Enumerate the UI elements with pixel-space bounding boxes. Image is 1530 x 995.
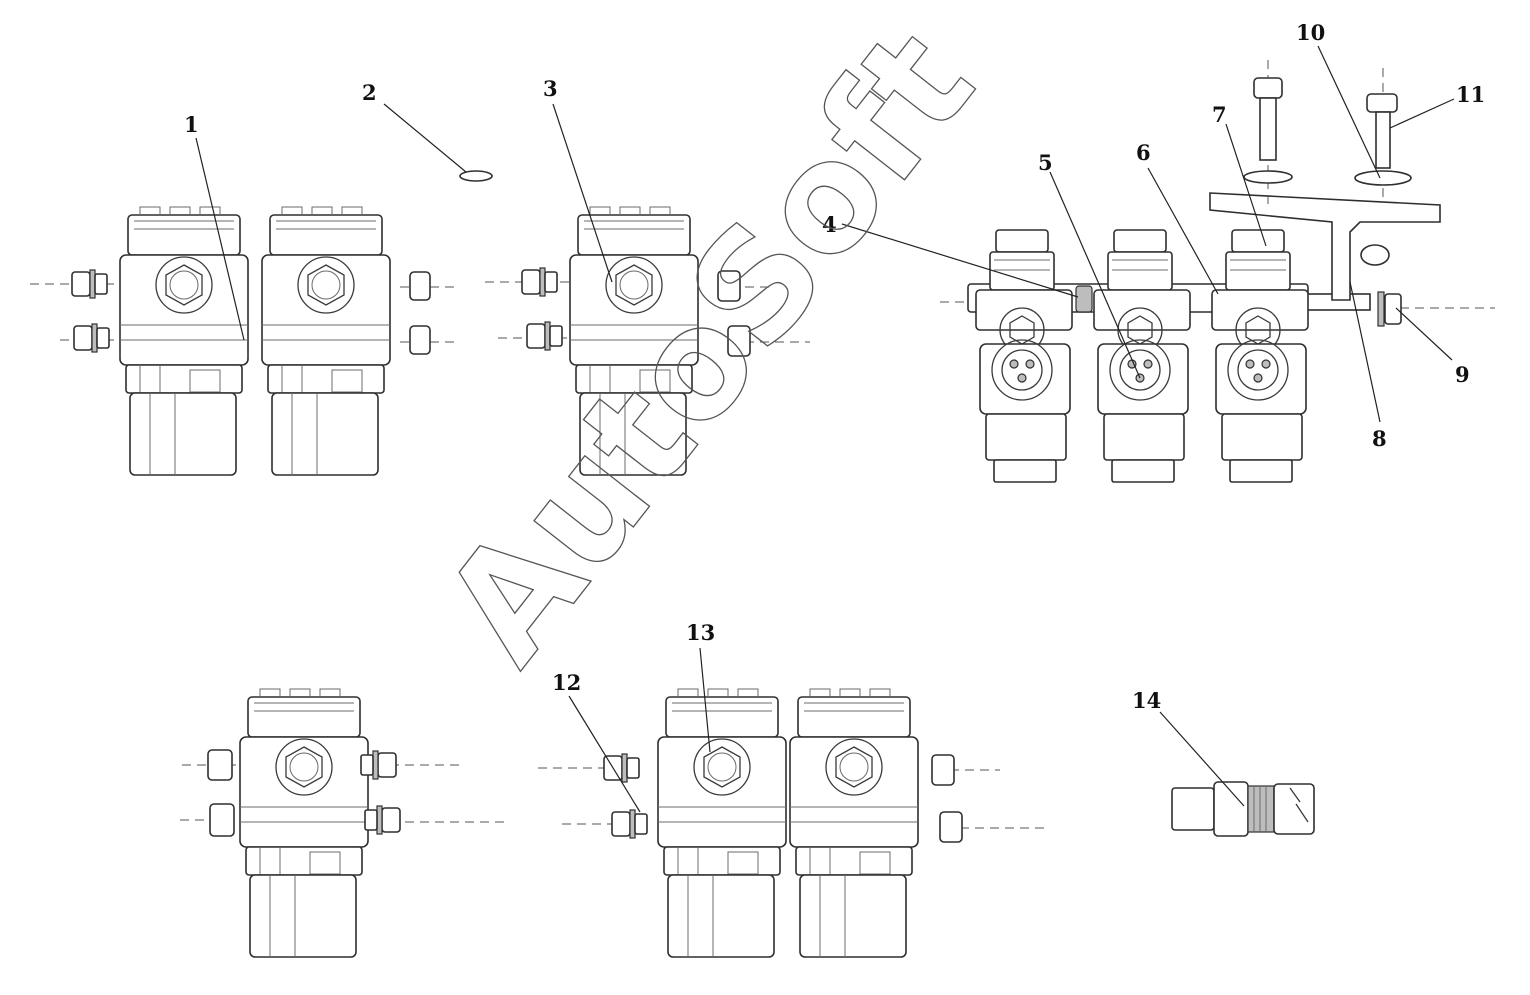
connector-part-14 <box>1171 781 1315 837</box>
callout-14: 14 <box>1132 688 1161 713</box>
callout-7: 7 <box>1212 102 1227 127</box>
watermark-text: AutoSoft <box>411 0 1007 694</box>
callout-10: 10 <box>1296 20 1325 45</box>
callout-4: 4 <box>822 212 837 237</box>
callout-12: 12 <box>552 670 581 695</box>
double-valve-assembly-1 <box>30 206 460 476</box>
single-valve-assembly-lower <box>180 688 505 958</box>
callout-5: 5 <box>1038 150 1053 175</box>
callout-1: 1 <box>184 112 199 137</box>
callout-labels: 1 2 3 4 5 6 7 8 9 10 11 12 13 14 <box>184 20 1485 713</box>
callout-8: 8 <box>1372 426 1387 451</box>
double-valve-assembly-13 <box>538 688 1050 958</box>
modulator-bank-assembly <box>940 60 1495 483</box>
leader-lines <box>195 45 1455 813</box>
washer-part-2 <box>459 170 493 182</box>
single-valve-assembly-3 <box>485 206 810 476</box>
callout-3: 3 <box>543 76 558 101</box>
callout-2: 2 <box>362 80 377 105</box>
callout-13: 13 <box>686 620 715 645</box>
callout-9: 9 <box>1455 362 1470 387</box>
callout-6: 6 <box>1136 140 1151 165</box>
callout-11: 11 <box>1456 82 1485 107</box>
